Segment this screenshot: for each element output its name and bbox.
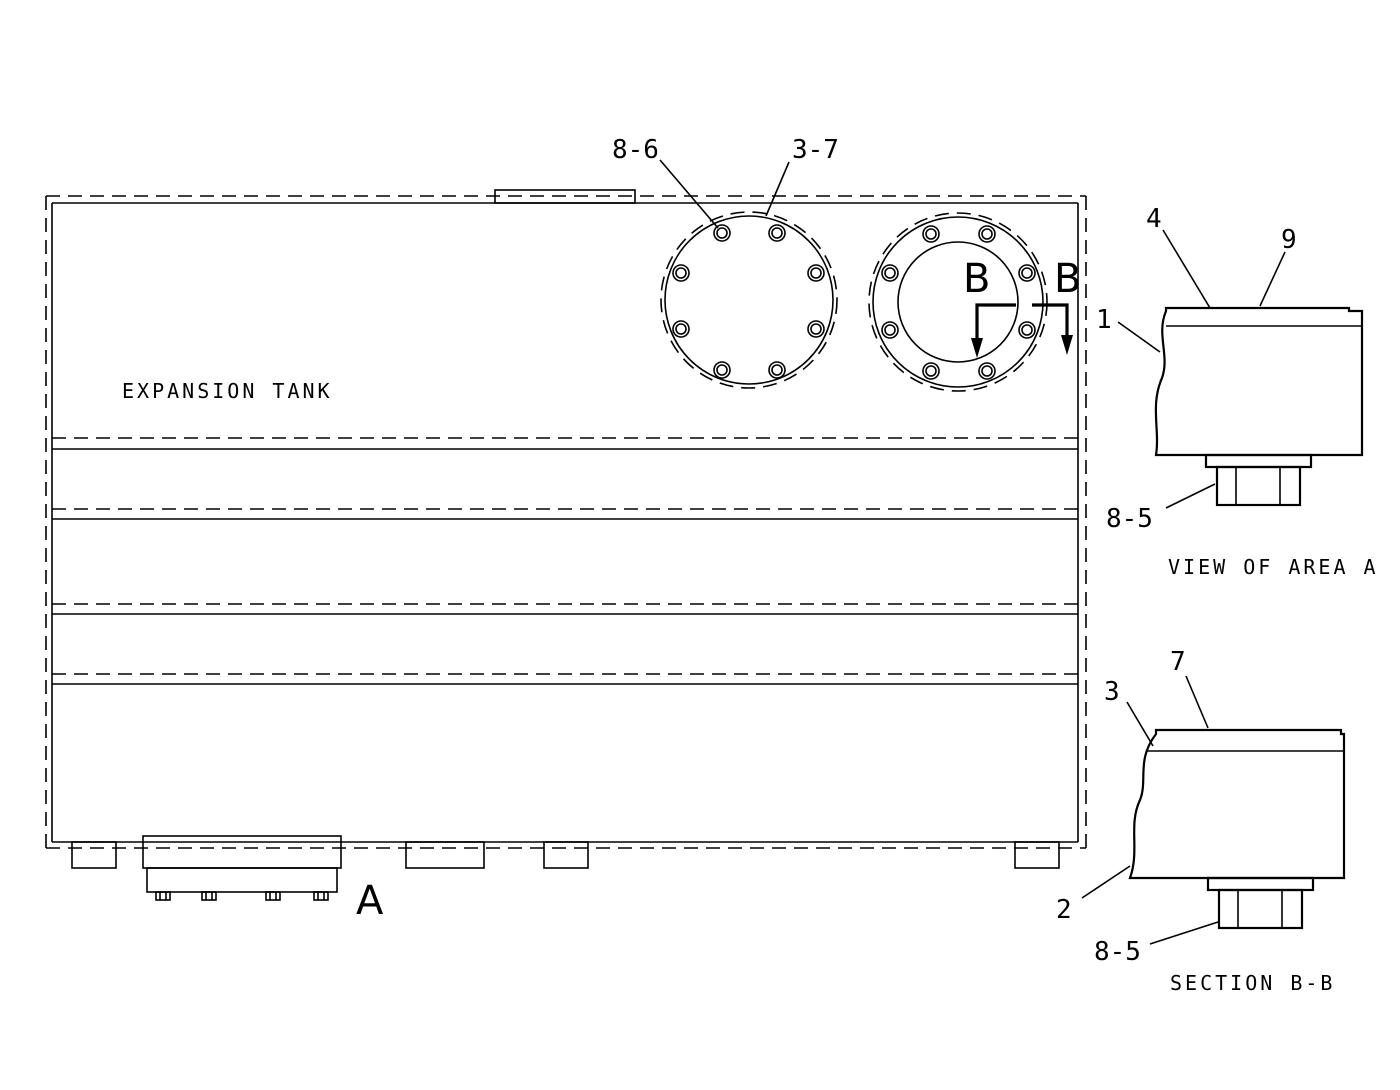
detail-view-a bbox=[1117, 229, 1364, 509]
expansion-tank-outline bbox=[45, 189, 1087, 849]
inspection-flange-right bbox=[868, 212, 1048, 392]
bolt-icon bbox=[1018, 321, 1036, 339]
callout-section-body: 2 bbox=[1056, 895, 1072, 925]
bolt-icon bbox=[768, 361, 786, 379]
bolt-icon bbox=[1018, 264, 1036, 282]
caption-section-b-b: SECTION B-B bbox=[1170, 971, 1335, 995]
flange-bolt bbox=[313, 891, 329, 901]
bolt-icon bbox=[807, 264, 825, 282]
inspection-cover-left bbox=[660, 211, 838, 389]
area-a-marker: A bbox=[356, 878, 384, 924]
flange-bolt bbox=[201, 891, 217, 901]
section-b-marker-right: B bbox=[1054, 256, 1081, 302]
bolt-icon bbox=[713, 361, 731, 379]
bolt-icon bbox=[768, 224, 786, 242]
bolt-icon bbox=[672, 264, 690, 282]
drain-flange bbox=[142, 835, 342, 901]
flange-bolt bbox=[265, 891, 281, 901]
bolt-icon bbox=[881, 264, 899, 282]
arrow-down-icon bbox=[971, 338, 983, 358]
bolt-icon bbox=[922, 362, 940, 380]
tank-feet bbox=[71, 841, 1060, 869]
bolt-icon bbox=[713, 224, 731, 242]
caption-view-a: VIEW OF AREA A bbox=[1168, 555, 1379, 579]
bolt-icon bbox=[807, 320, 825, 338]
callout-bolt: 8-6 bbox=[612, 135, 659, 165]
bolt-icon bbox=[672, 320, 690, 338]
tank-title: EXPANSION TANK bbox=[122, 379, 333, 403]
callout-section-cover: 3 bbox=[1104, 677, 1120, 707]
section-cut-arrows bbox=[971, 303, 1073, 358]
bolt-icon bbox=[881, 321, 899, 339]
section-b-marker-left: B bbox=[963, 256, 990, 302]
leader-lines-main bbox=[659, 159, 790, 229]
callout-plug: 8-5 bbox=[1106, 504, 1153, 534]
flange-bolt bbox=[155, 891, 171, 901]
bolt-icon bbox=[922, 225, 940, 243]
callout-section-gasket: 7 bbox=[1170, 647, 1186, 677]
bolt-icon bbox=[978, 362, 996, 380]
callout-section-plug: 8-5 bbox=[1094, 937, 1141, 967]
bolt-icon bbox=[978, 225, 996, 243]
callout-cover: 3-7 bbox=[792, 135, 839, 165]
section-b-b bbox=[1081, 675, 1346, 945]
callout-plate: 4 bbox=[1146, 204, 1162, 234]
arrow-down-icon bbox=[1061, 335, 1073, 355]
tank-bands bbox=[52, 437, 1078, 685]
callout-body: 1 bbox=[1096, 305, 1112, 335]
callout-gasket: 9 bbox=[1281, 225, 1297, 255]
